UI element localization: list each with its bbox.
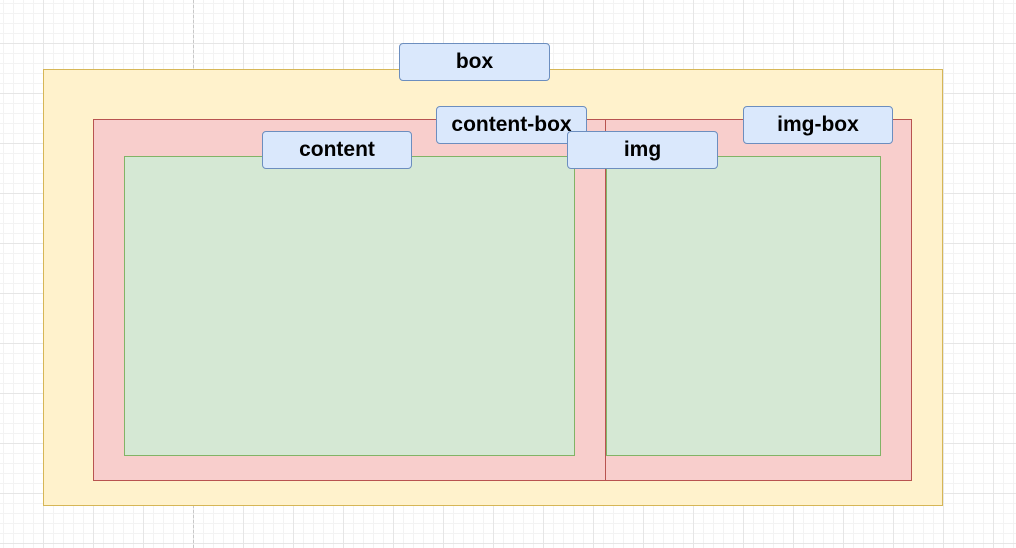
content-box-label[interactable]: content-box: [436, 106, 587, 144]
img-label[interactable]: img: [567, 131, 718, 169]
box-label[interactable]: box: [399, 43, 550, 81]
content-area[interactable]: [124, 156, 575, 456]
img-box-label[interactable]: img-box: [743, 106, 893, 144]
content-label[interactable]: content: [262, 131, 412, 169]
img-area[interactable]: [606, 156, 881, 456]
